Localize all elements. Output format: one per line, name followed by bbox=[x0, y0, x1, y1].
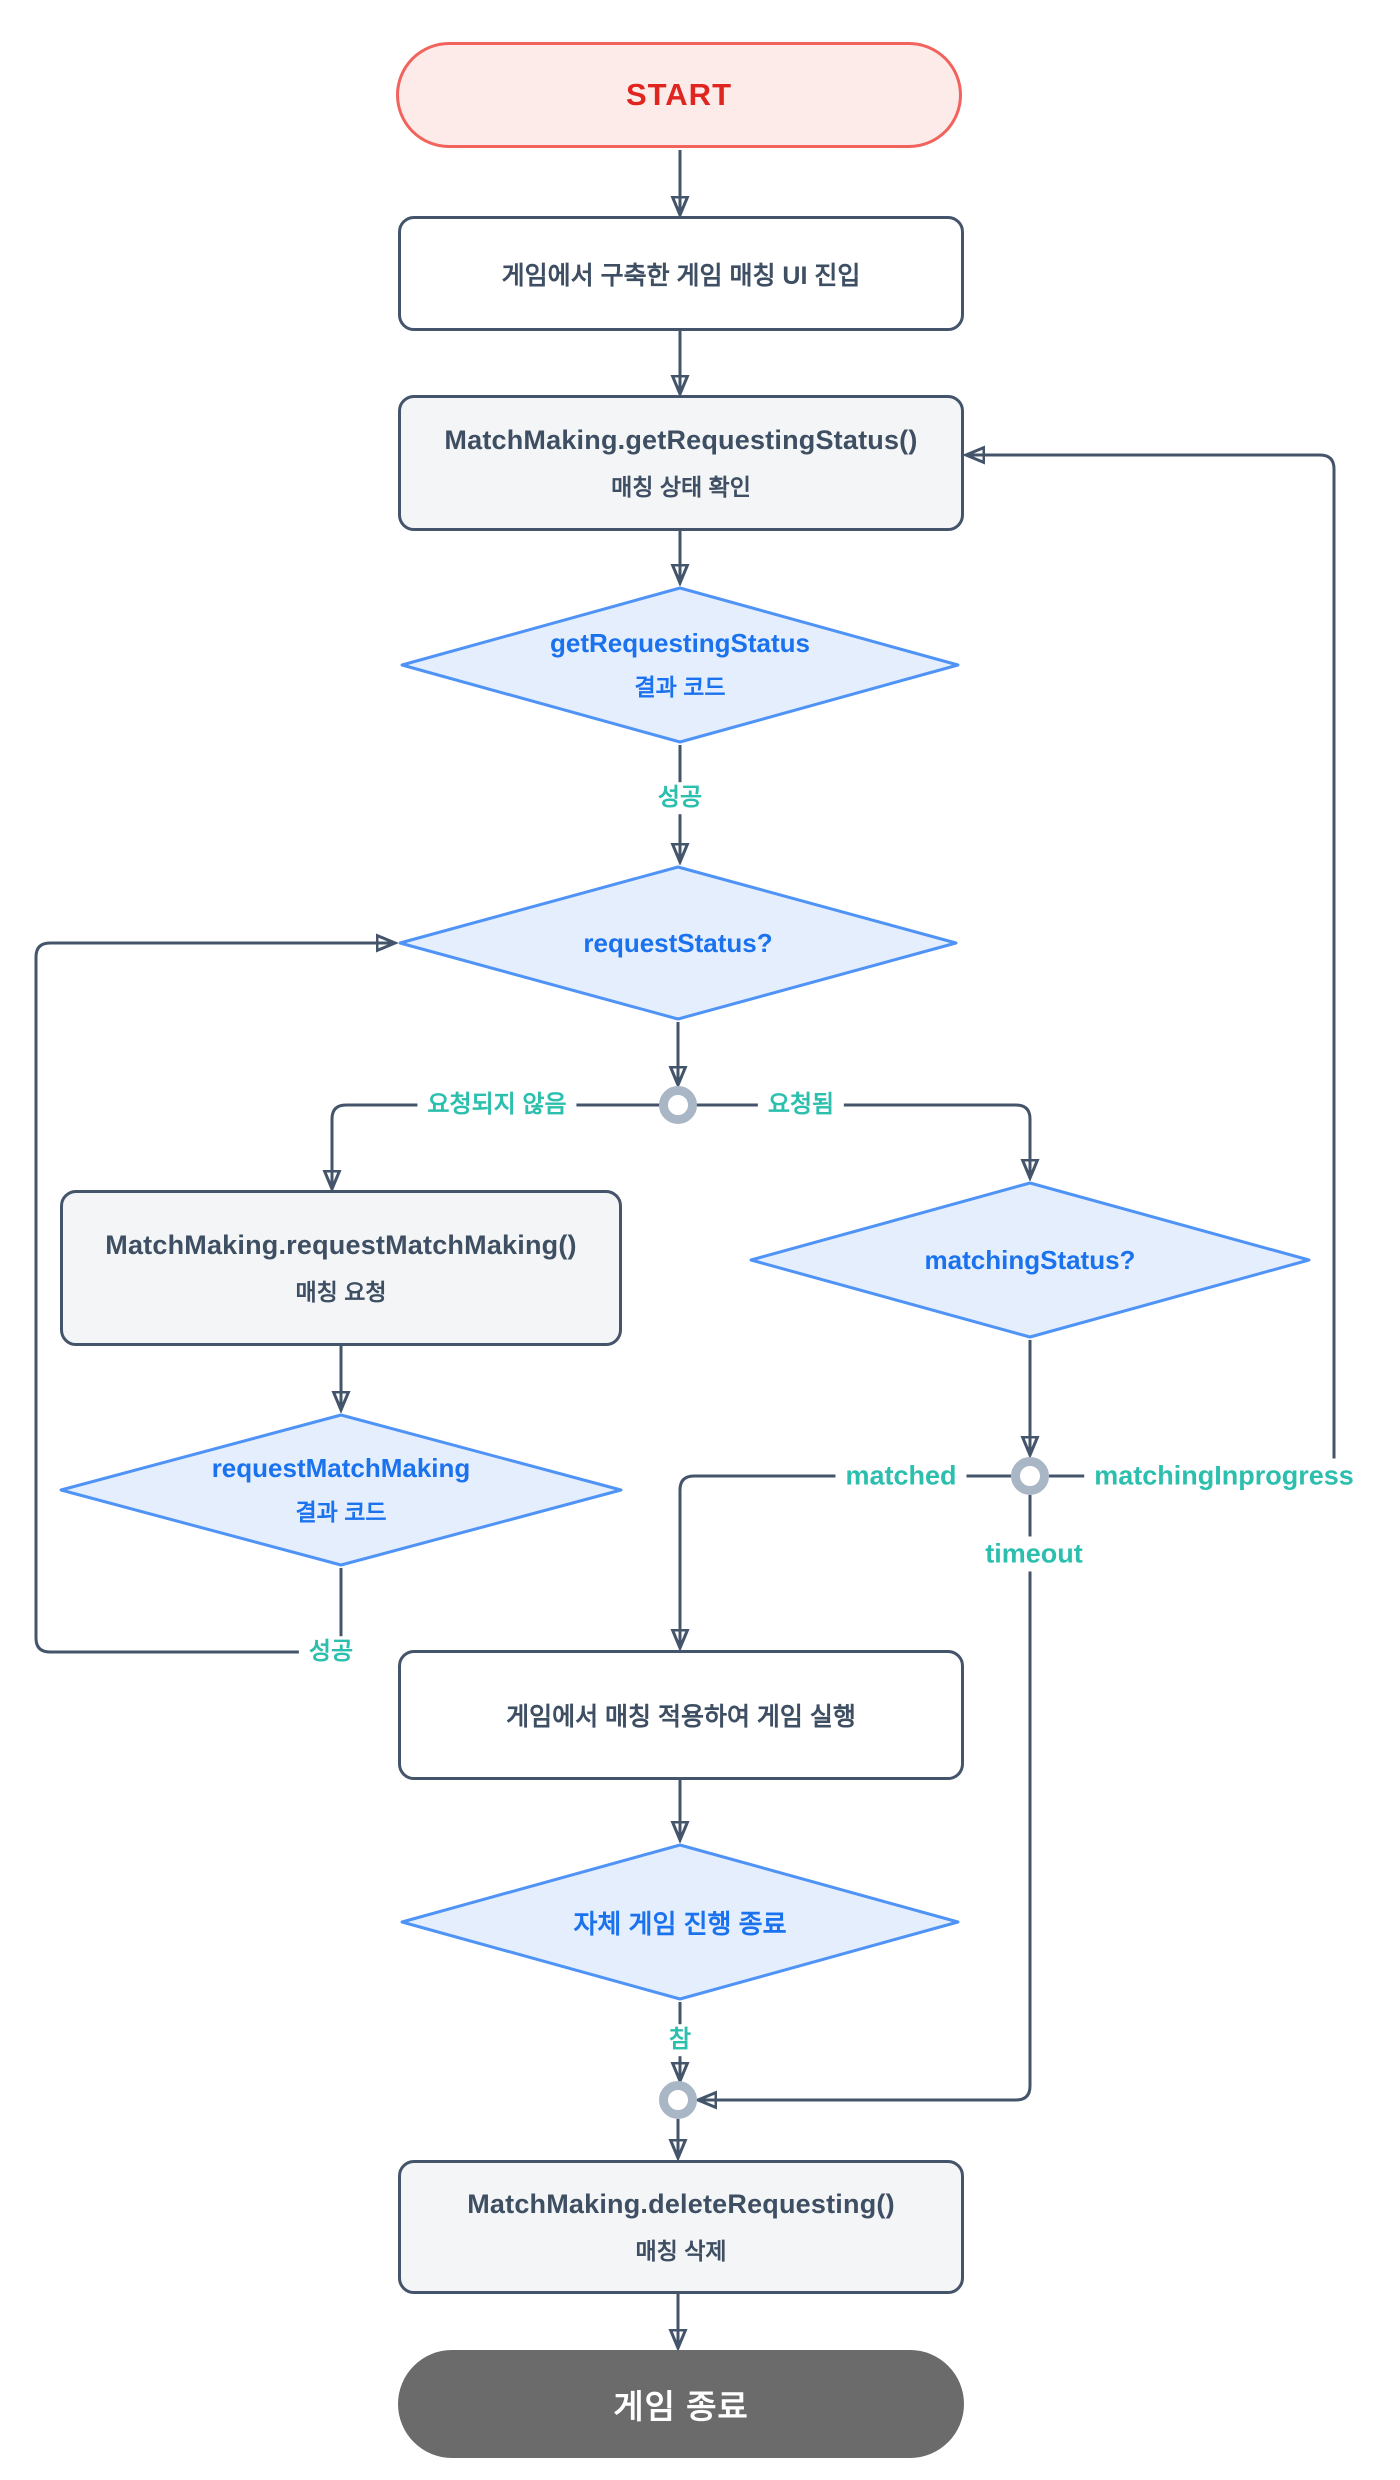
edge-label-matching-inprogress: matchingInprogress bbox=[1084, 1458, 1364, 1494]
decision-get-requesting-status-result: getRequestingStatus 결과 코드 bbox=[399, 585, 961, 745]
diamond-shape bbox=[400, 586, 960, 744]
junction-request-status bbox=[659, 1086, 697, 1124]
request-matchmaking-code: MatchMaking.requestMatchMaking() bbox=[105, 1229, 577, 1260]
decision-line1: requestMatchMaking bbox=[211, 1453, 471, 1483]
diamond-shape bbox=[398, 865, 958, 1021]
edge-junction1-to-request-mm bbox=[332, 1103, 661, 1187]
enter-matching-ui-label: 게임에서 구축한 게임 매칭 UI 진입 bbox=[501, 261, 861, 290]
decision-line2: 결과 코드 bbox=[634, 674, 726, 700]
node-start: START bbox=[396, 42, 962, 148]
decision-label: matchingStatus? bbox=[924, 1244, 1136, 1275]
decision-request-status: requestStatus? bbox=[397, 864, 959, 1022]
junction-before-delete bbox=[659, 2081, 697, 2119]
get-requesting-status-code: MatchMaking.getRequestingStatus() bbox=[444, 424, 918, 455]
diamond-shape bbox=[400, 1843, 960, 2001]
decision-label: 자체 게임 진행 종료 bbox=[573, 1908, 787, 1939]
edge-matched-to-run-game bbox=[680, 1474, 1011, 1646]
edge-label-true: 참 bbox=[658, 2024, 702, 2056]
node-delete-requesting: MatchMaking.deleteRequesting() 매칭 삭제 bbox=[398, 2160, 964, 2294]
diamond-shape bbox=[59, 1413, 623, 1567]
decision-game-over: 자체 게임 진행 종료 bbox=[399, 1842, 961, 2002]
end-label: 게임 종료 bbox=[613, 2388, 749, 2425]
decision-request-matchmaking-result: requestMatchMaking 결과 코드 bbox=[58, 1412, 624, 1568]
get-requesting-status-sub: 매칭 상태 확인 bbox=[611, 473, 751, 500]
delete-requesting-code: MatchMaking.deleteRequesting() bbox=[467, 2188, 895, 2219]
node-end: 게임 종료 bbox=[398, 2350, 964, 2458]
decision-label: requestStatus? bbox=[583, 927, 773, 958]
decision-line1: getRequestingStatus bbox=[549, 628, 811, 658]
delete-requesting-sub: 매칭 삭제 bbox=[635, 2237, 727, 2264]
edge-label-timeout: timeout bbox=[975, 1536, 1093, 1572]
node-get-requesting-status: MatchMaking.getRequestingStatus() 매칭 상태 … bbox=[398, 395, 964, 531]
edge-junction1-to-matching-status bbox=[695, 1103, 1030, 1176]
node-run-game: 게임에서 매칭 적용하여 게임 실행 bbox=[398, 1650, 964, 1780]
edge-label-requested: 요청됨 bbox=[757, 1089, 845, 1121]
node-enter-matching-ui: 게임에서 구축한 게임 매칭 UI 진입 bbox=[398, 216, 964, 331]
edge-label-success-1: 성공 bbox=[647, 782, 713, 814]
decision-matching-status: matchingStatus? bbox=[748, 1180, 1312, 1340]
edge-label-success-2: 성공 bbox=[298, 1636, 364, 1668]
edge-label-not-requested: 요청되지 않음 bbox=[417, 1089, 577, 1121]
request-matchmaking-sub: 매칭 요청 bbox=[295, 1278, 387, 1305]
junction-matching-status bbox=[1011, 1457, 1049, 1495]
edge-label-matched: matched bbox=[835, 1458, 967, 1494]
diamond-shape bbox=[749, 1181, 1311, 1339]
edge-timeout-to-junction3 bbox=[700, 1495, 1032, 2100]
start-label: START bbox=[625, 77, 733, 112]
decision-line2: 결과 코드 bbox=[295, 1499, 387, 1525]
node-request-matchmaking: MatchMaking.requestMatchMaking() 매칭 요청 bbox=[60, 1190, 622, 1346]
run-game-label: 게임에서 매칭 적용하여 게임 실행 bbox=[506, 1703, 856, 1731]
